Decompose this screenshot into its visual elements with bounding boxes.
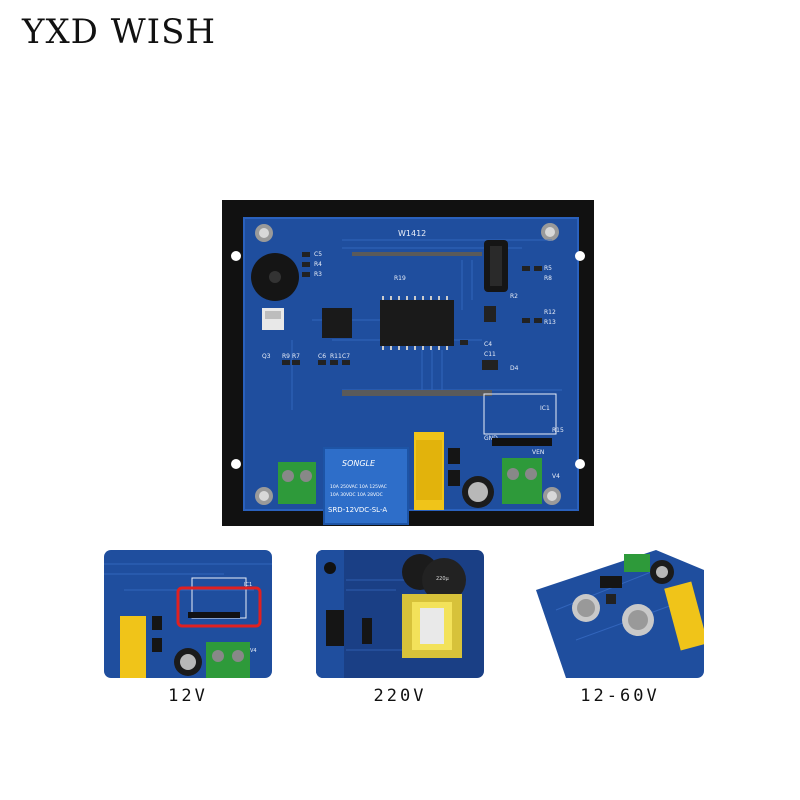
variant-label-220v: 220V [373, 686, 427, 706]
silk-r12: R12 [544, 309, 556, 316]
relay-model-label: SRD-12VDC-SL-A [328, 506, 387, 514]
silk-r4: R4 [314, 261, 322, 268]
screw-icon [255, 223, 561, 505]
silk-c5: C5 [314, 251, 322, 258]
relay-icon: SONGLE 10A 250VAC 10A 125VAC 10A 30VDC 1… [323, 447, 409, 525]
buzzer-icon [251, 253, 299, 301]
variant-thumbnail-12-60v [536, 550, 704, 678]
silk-c11: C11 [484, 351, 496, 358]
board-model-label: W1412 [398, 229, 426, 238]
silk-r19: R19 [394, 275, 406, 282]
highlight-box [176, 586, 262, 628]
brand-logo-text: YXD WISH [22, 12, 217, 52]
silk-gnd: GND [484, 435, 498, 442]
silk-v4: V4 [552, 473, 560, 480]
silk-r13: R13 [544, 319, 556, 326]
terminal-block-icon [278, 458, 542, 504]
silk-r15: R15 [552, 427, 564, 434]
silk-c6: C6 [318, 353, 326, 360]
silk-c7: C7 [342, 353, 350, 360]
svg-text:V4: V4 [250, 648, 257, 654]
silk-ven: VEN [532, 449, 544, 456]
silk-r11: R11 [330, 353, 342, 360]
silk-r8: R8 [544, 275, 552, 282]
silk-r7: R7 [292, 353, 300, 360]
silk-c4: C4 [484, 341, 492, 348]
silk-r3: R3 [314, 271, 322, 278]
variant-label-12v: 12V [168, 686, 208, 706]
main-board-photo: W1412 C5 R4 R3 R19 Q3 R9 R7 C6 R11 C7 C4… [222, 200, 594, 526]
silk-ic1: IC1 [540, 405, 550, 412]
relay-rating-2: 10A 30VDC 10A 28VDC [330, 492, 383, 498]
svg-text:220μ: 220μ [436, 576, 450, 582]
silk-r2: R2 [510, 293, 518, 300]
relay-brand-label: SONGLE [342, 459, 376, 468]
silk-q3: Q3 [262, 353, 271, 360]
silk-r5: R5 [544, 265, 552, 272]
variant-thumbnail-220v: 220μ [316, 550, 484, 678]
svg-text:IC1: IC1 [244, 582, 252, 588]
silk-r9: R9 [282, 353, 290, 360]
variant-label-12-60v: 12-60V [580, 686, 660, 706]
silk-d4: D4 [510, 365, 519, 372]
relay-rating-1: 10A 250VAC 10A 125VAC [330, 484, 387, 490]
